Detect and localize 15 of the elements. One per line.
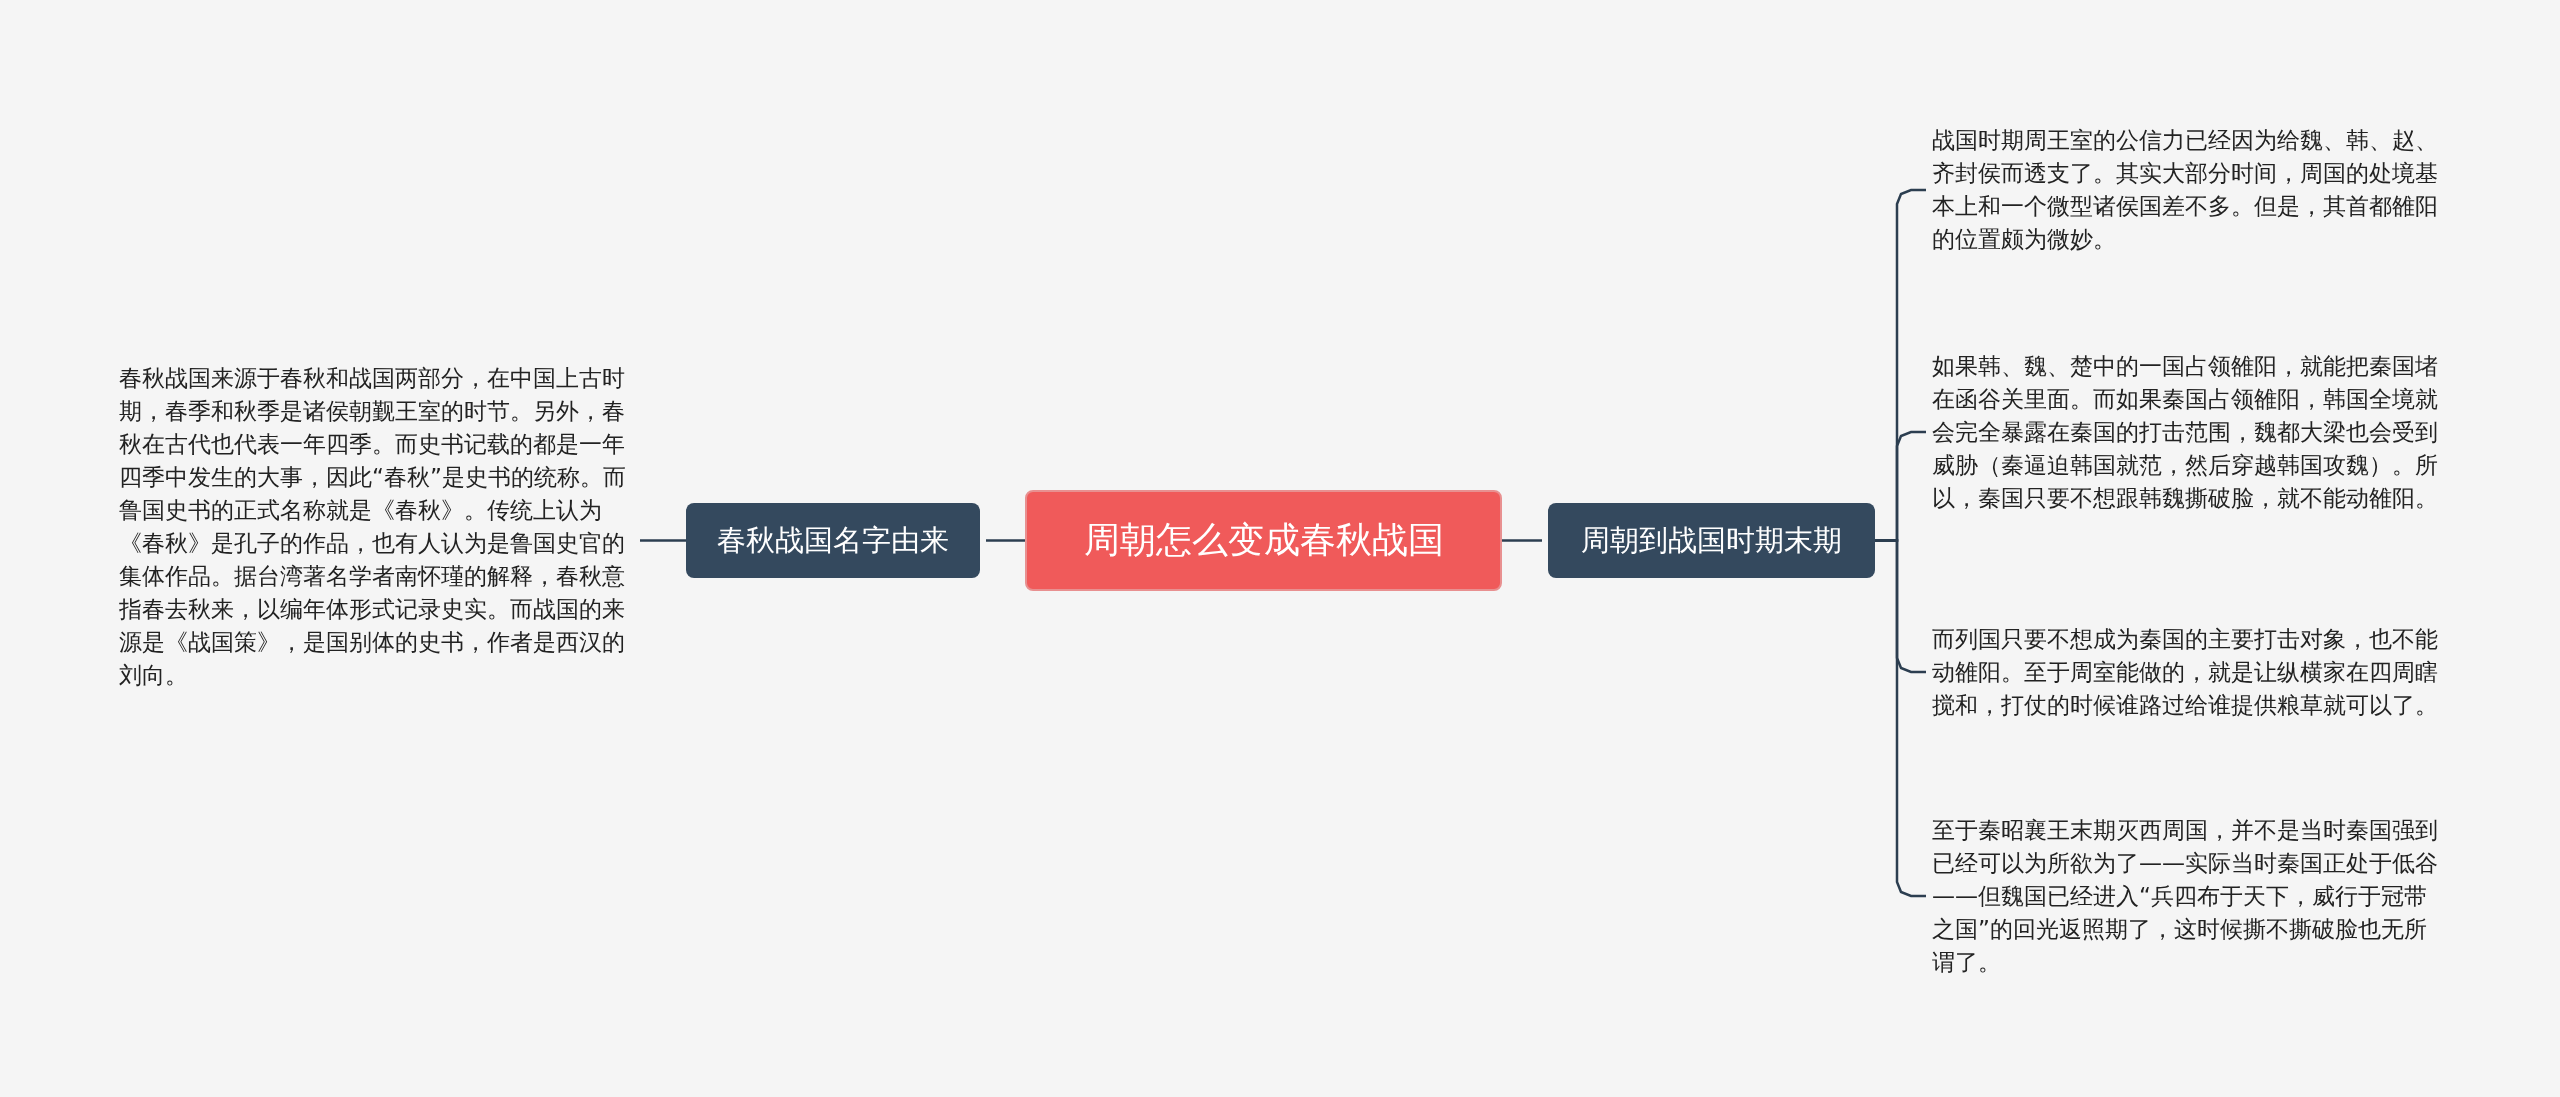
connector-line (640, 539, 686, 542)
connector-line (986, 539, 1025, 542)
note-text: 至于秦昭襄王末期灭西周国，并不是当时秦国强到已经可以为所欲为了——实际当时秦国正处于低谷——但魏国已经进入“兵四布于天下，威行于冠带之国”的回光返照期了，这时候撕不撕破脸也无所谓了。 (1932, 816, 2438, 975)
note-text: 战国时期周王室的公信力已经因为给魏、韩、赵、齐封侯而透支了。其实大部分时间，周国的处境基本上和一个微型诸侯国差不多。但是，其首都雒阳的位置颇为微妙。 (1932, 127, 2438, 252)
note-text: 如果韩、魏、楚中的一国占领雒阳，就能把秦国堵在函谷关里面。而如果秦国占领雒阳，韩国全境就会完全暴露在秦国的打击范围，魏都大梁也会受到威胁（秦逼迫韩国就范，然后穿越韩国攻魏）。所以，秦国只要不想跟韩魏撕破脸，就不能动雒阳。 (1932, 352, 2438, 511)
topic-box (686, 503, 980, 578)
topic-label: 周朝到战国时期末期 (1581, 521, 1842, 559)
connector-line (1875, 539, 1926, 898)
topic-label: 周朝怎么变成春秋战国 (1083, 518, 1444, 562)
central-topic (1025, 490, 1502, 591)
connector-line (1502, 539, 1542, 542)
note-text: 春秋战国来源于春秋和战国两部分，在中国上古时期，春季和秋季是诸侯朝觐王室的时节。另外，春秋在古代也代表一年四季。而史书记载的都是一年四季中发生的大事，因此“春秋”是史书的统称。而鲁国史书的正式名称就是《春秋》。传统上认为《春秋》是孔子的作品，也有人认为是鲁国史官的集体作品。据台湾著名学者南怀瑾的解释，春秋意指春去秋来，以编年体形式记录史实。而战国的来源是《战国策》，是国别体的史书，作者是西汉的刘向。 (119, 365, 626, 688)
topic-box (1548, 503, 1875, 578)
topic-label: 春秋战国名字由来 (717, 521, 949, 559)
note-text: 而列国只要不想成为秦国的主要打击对象，也不能动雒阳。至于周室能做的，就是让纵横家在四周瞎搅和，打仗的时候谁路过给谁提供粮草就可以了。 (1932, 625, 2438, 718)
